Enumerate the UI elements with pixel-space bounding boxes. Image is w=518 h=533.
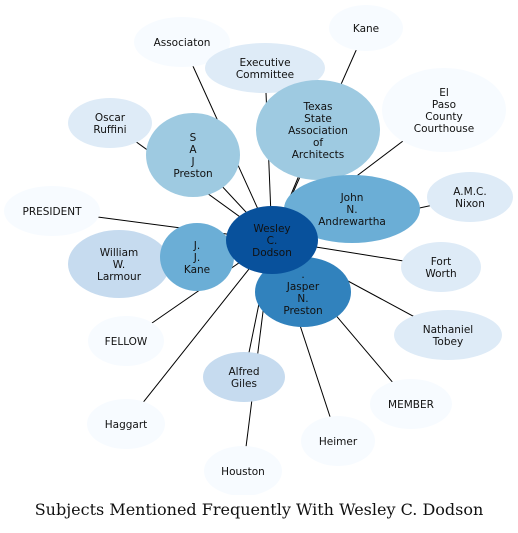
node-heimer-label: Heimer (319, 436, 358, 448)
node-oscar-ruffini-ellipse (68, 98, 152, 148)
node-jasper-preston-label: Jasper (286, 281, 320, 293)
node-jasper-preston-label: N. (297, 293, 308, 305)
node-dodson-label: C. (267, 235, 278, 247)
node-texas-state-label: State (304, 113, 332, 125)
node-john-andrewartha-label: N. (346, 204, 357, 216)
node-el-paso-label: Paso (432, 99, 456, 111)
node-haggart-ellipse (87, 399, 165, 449)
node-president-label: PRESIDENT (22, 206, 82, 218)
node-william-larmour-label: Larmour (97, 271, 142, 283)
node-houston-ellipse (204, 446, 282, 495)
node-saj-preston-label: S (190, 132, 197, 144)
node-dodson-label: Wesley (253, 223, 290, 235)
graph-caption: Subjects Mentioned Frequently With Wesle… (34, 500, 484, 519)
node-haggart: Haggart (87, 399, 165, 449)
node-nathaniel-tobey-label: Nathaniel (423, 324, 473, 336)
node-fellow-ellipse (88, 316, 164, 366)
node-saj-preston-label: J (190, 156, 194, 168)
node-el-paso-ellipse (382, 68, 506, 152)
node-el-paso-label: El (439, 87, 449, 99)
node-associaton-ellipse (134, 17, 230, 67)
node-nathaniel-tobey-label: Tobey (432, 336, 463, 348)
node-layer: AssociatonKaneExecutiveCommitteeElPasoCo… (4, 5, 513, 495)
node-kane-top-ellipse (329, 5, 403, 51)
node-texas-state-label: Architects (292, 149, 345, 161)
node-fort-worth-label: Fort (431, 256, 452, 268)
node-jj-kane-label: J. (193, 252, 200, 264)
node-heimer-ellipse (301, 416, 375, 466)
node-kane-top: Kane (329, 5, 403, 51)
node-william-larmour-ellipse (68, 230, 170, 298)
node-executive-committee-label: Committee (236, 69, 294, 81)
node-executive-committee-ellipse (205, 43, 325, 93)
node-saj-preston-label: Preston (173, 168, 212, 180)
node-jj-kane-label: J. (193, 240, 200, 252)
node-saj-preston-ellipse (146, 113, 240, 197)
node-amc-nixon-label: Nixon (455, 198, 485, 210)
node-texas-state-ellipse (256, 80, 380, 180)
node-oscar-ruffini-label: Oscar (95, 112, 126, 124)
node-dodson-ellipse (226, 206, 318, 274)
node-president-ellipse (4, 186, 100, 236)
node-associaton-label: Associaton (154, 37, 211, 49)
node-john-andrewartha-label: John (340, 192, 364, 204)
node-oscar-ruffini-label: Ruffini (93, 124, 126, 136)
node-jj-kane-ellipse (160, 223, 234, 291)
node-associaton: Associaton (134, 17, 230, 67)
node-texas-state-label: Association (288, 125, 348, 137)
node-alfred-giles-ellipse (203, 352, 285, 402)
node-dodson-label: Dodson (252, 247, 292, 259)
node-member-label: MEMBER (388, 399, 434, 411)
node-fort-worth-ellipse (401, 242, 481, 292)
node-saj-preston-label: A (189, 144, 197, 156)
node-texas-state-label: of (313, 137, 323, 149)
node-heimer: Heimer (301, 416, 375, 466)
node-houston: Houston (204, 446, 282, 495)
node-el-paso-label: County (425, 111, 462, 123)
node-president: PRESIDENT (4, 186, 100, 236)
node-john-andrewartha-ellipse (284, 175, 420, 243)
node-el-paso-label: Courthouse (414, 123, 475, 135)
node-amc-nixon: A.M.C.Nixon (427, 172, 513, 222)
node-alfred-giles-label: Alfred (228, 366, 259, 378)
node-alfred-giles-label: Giles (231, 378, 257, 390)
subject-network-graph: AssociatonKaneExecutiveCommitteeElPasoCo… (4, 5, 513, 495)
node-jasper-preston-ellipse (255, 257, 351, 327)
node-fellow-label: FELLOW (105, 336, 148, 348)
node-fellow: FELLOW (88, 316, 164, 366)
node-jj-kane: J.J.Kane (160, 223, 234, 291)
node-nathaniel-tobey-ellipse (394, 310, 502, 360)
node-william-larmour-label: William (100, 247, 138, 259)
node-executive-committee-label: Executive (239, 57, 290, 69)
node-houston-label: Houston (221, 466, 265, 478)
node-jasper-preston-label: . (301, 269, 304, 281)
node-amc-nixon-ellipse (427, 172, 513, 222)
node-haggart-label: Haggart (105, 419, 148, 431)
node-william-larmour-label: W. (113, 259, 126, 271)
node-member-ellipse (370, 379, 452, 429)
node-member: MEMBER (370, 379, 452, 429)
node-amc-nixon-label: A.M.C. (453, 186, 486, 198)
node-kane-top-label: Kane (353, 23, 379, 35)
node-john-andrewartha-label: Andrewartha (318, 216, 386, 228)
node-jj-kane-label: Kane (184, 264, 210, 276)
node-fort-worth-label: Worth (425, 268, 456, 280)
node-jasper-preston-label: Preston (283, 305, 322, 317)
node-texas-state-label: Texas (302, 101, 332, 113)
edge-dodson-haggart (125, 239, 273, 425)
